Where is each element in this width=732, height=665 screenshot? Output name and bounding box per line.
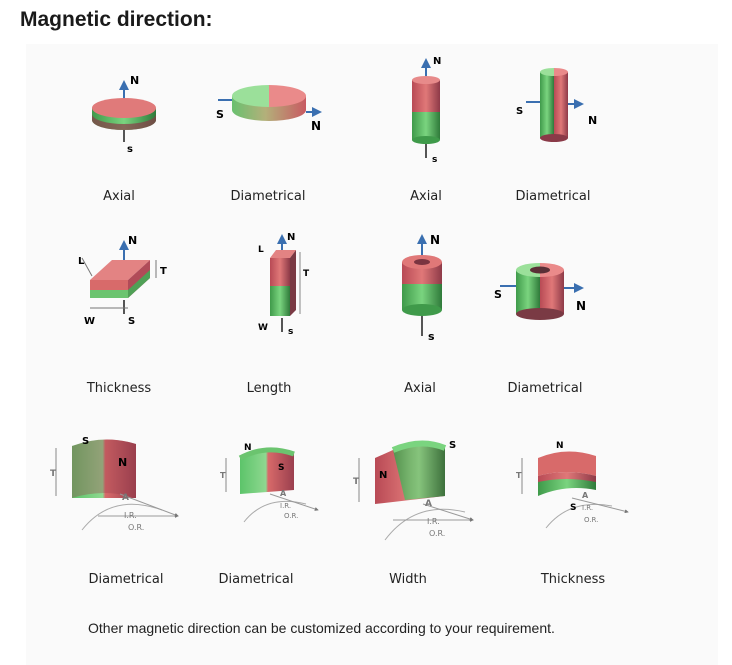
north-pole-label: N bbox=[430, 233, 440, 247]
angle-label: A bbox=[582, 491, 589, 500]
inner-radius-label: I.R. bbox=[124, 511, 137, 520]
outer-radius-label: O.R. bbox=[284, 512, 298, 520]
south-pole-label: S bbox=[494, 288, 502, 301]
thickness-dimension-label: T bbox=[516, 471, 522, 480]
arc-thickness-icon: N S T A I.R. O.R. bbox=[512, 436, 642, 536]
inner-radius-label: I.R. bbox=[582, 504, 593, 512]
caption-diametrical: Diametrical bbox=[515, 189, 590, 204]
south-pole-label: S bbox=[278, 463, 284, 473]
outer-radius-label: O.R. bbox=[429, 529, 445, 538]
north-pole-label: N bbox=[311, 119, 321, 133]
thickness-dimension-label: T bbox=[303, 269, 310, 279]
arc-diametrical-alt-icon: N S T A I.R. O.R. bbox=[210, 438, 330, 528]
south-pole-label: S bbox=[82, 436, 89, 447]
caption-thickness: Thickness bbox=[541, 572, 605, 587]
south-pole-label: s bbox=[428, 330, 435, 343]
south-pole-label: s bbox=[432, 155, 437, 165]
north-pole-label: N bbox=[128, 234, 137, 247]
south-pole-label: S bbox=[216, 108, 224, 121]
length-dimension-label: L bbox=[78, 256, 85, 267]
caption-width: Width bbox=[389, 572, 427, 587]
ring-diametrical-icon: S N bbox=[490, 258, 600, 328]
caption-thickness: Thickness bbox=[87, 381, 151, 396]
south-pole-label: s bbox=[288, 327, 293, 337]
disc-diametrical-icon: S N bbox=[212, 78, 332, 148]
length-dimension-label: L bbox=[258, 245, 264, 255]
north-pole-label: N bbox=[130, 74, 139, 87]
outer-radius-label: O.R. bbox=[584, 516, 598, 524]
north-pole-label: N bbox=[433, 56, 441, 67]
south-pole-label: S bbox=[128, 316, 135, 327]
cylinder-diametrical-icon: S N bbox=[512, 64, 607, 144]
south-pole-label: S bbox=[570, 503, 576, 513]
north-pole-label: N bbox=[244, 443, 252, 453]
north-pole-label: N bbox=[556, 441, 564, 451]
caption-diametrical: Diametrical bbox=[88, 572, 163, 587]
caption-diametrical: Diametrical bbox=[507, 381, 582, 396]
caption-diametrical: Diametrical bbox=[230, 189, 305, 204]
block-thickness-icon: N S L T W bbox=[76, 230, 176, 330]
width-dimension-label: W bbox=[84, 316, 95, 327]
south-pole-label: s bbox=[127, 144, 133, 155]
footer-note: Other magnetic direction can be customiz… bbox=[88, 620, 555, 636]
north-pole-label: N bbox=[118, 456, 127, 469]
caption-length: Length bbox=[247, 381, 292, 396]
arc-width-icon: S N T A I.R. O.R. bbox=[345, 434, 485, 549]
bar-length-icon: N s L T W bbox=[252, 230, 312, 340]
thickness-dimension-label: T bbox=[160, 266, 167, 277]
angle-label: A bbox=[280, 489, 287, 498]
cylinder-axial-icon: N s bbox=[404, 52, 464, 167]
thickness-dimension-label: T bbox=[353, 477, 360, 487]
north-pole-label: N bbox=[379, 470, 387, 481]
thickness-dimension-label: T bbox=[220, 471, 226, 480]
caption-axial: Axial bbox=[404, 381, 436, 396]
inner-radius-label: I.R. bbox=[427, 517, 440, 526]
north-pole-label: N bbox=[287, 232, 295, 243]
angle-label: A bbox=[425, 499, 432, 509]
arc-diametrical-icon: S N T A I.R. O.R. bbox=[42, 432, 192, 547]
width-dimension-label: W bbox=[258, 323, 268, 333]
caption-axial: Axial bbox=[103, 189, 135, 204]
caption-axial: Axial bbox=[410, 189, 442, 204]
angle-label: A bbox=[122, 493, 129, 503]
north-pole-label: N bbox=[588, 114, 597, 127]
south-pole-label: S bbox=[516, 106, 523, 117]
north-pole-label: N bbox=[576, 299, 586, 313]
page-title: Magnetic direction: bbox=[20, 8, 213, 32]
south-pole-label: S bbox=[449, 440, 456, 451]
ring-axial-icon: N s bbox=[392, 228, 462, 343]
caption-diametrical: Diametrical bbox=[218, 572, 293, 587]
outer-radius-label: O.R. bbox=[128, 523, 144, 532]
inner-radius-label: I.R. bbox=[280, 502, 291, 510]
thickness-dimension-label: T bbox=[50, 469, 57, 479]
disc-axial-icon: N s bbox=[80, 70, 170, 160]
